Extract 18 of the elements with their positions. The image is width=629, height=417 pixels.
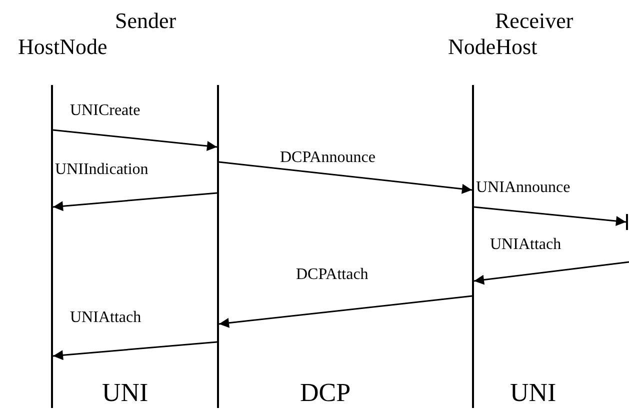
lifeline: [51, 85, 53, 408]
message-arrow: [52, 129, 218, 151]
participant-label: Receiver: [495, 10, 574, 32]
message-arrow: [52, 192, 218, 212]
message-arrow: [474, 261, 629, 285]
protocol-label: DCP: [300, 380, 351, 406]
message-arrow: [218, 295, 472, 328]
message-arrow: [218, 161, 472, 194]
participant-label: NodeHost: [448, 36, 538, 58]
end-tick: [626, 214, 628, 230]
protocol-label: UNI: [510, 380, 556, 406]
lifeline: [217, 85, 219, 408]
participant-label: Sender: [115, 10, 176, 32]
message-arrow: [474, 206, 626, 226]
lifeline: [472, 85, 474, 408]
message-arrow: [52, 341, 218, 360]
participant-label: HostNode: [18, 36, 108, 58]
protocol-label: UNI: [102, 380, 148, 406]
